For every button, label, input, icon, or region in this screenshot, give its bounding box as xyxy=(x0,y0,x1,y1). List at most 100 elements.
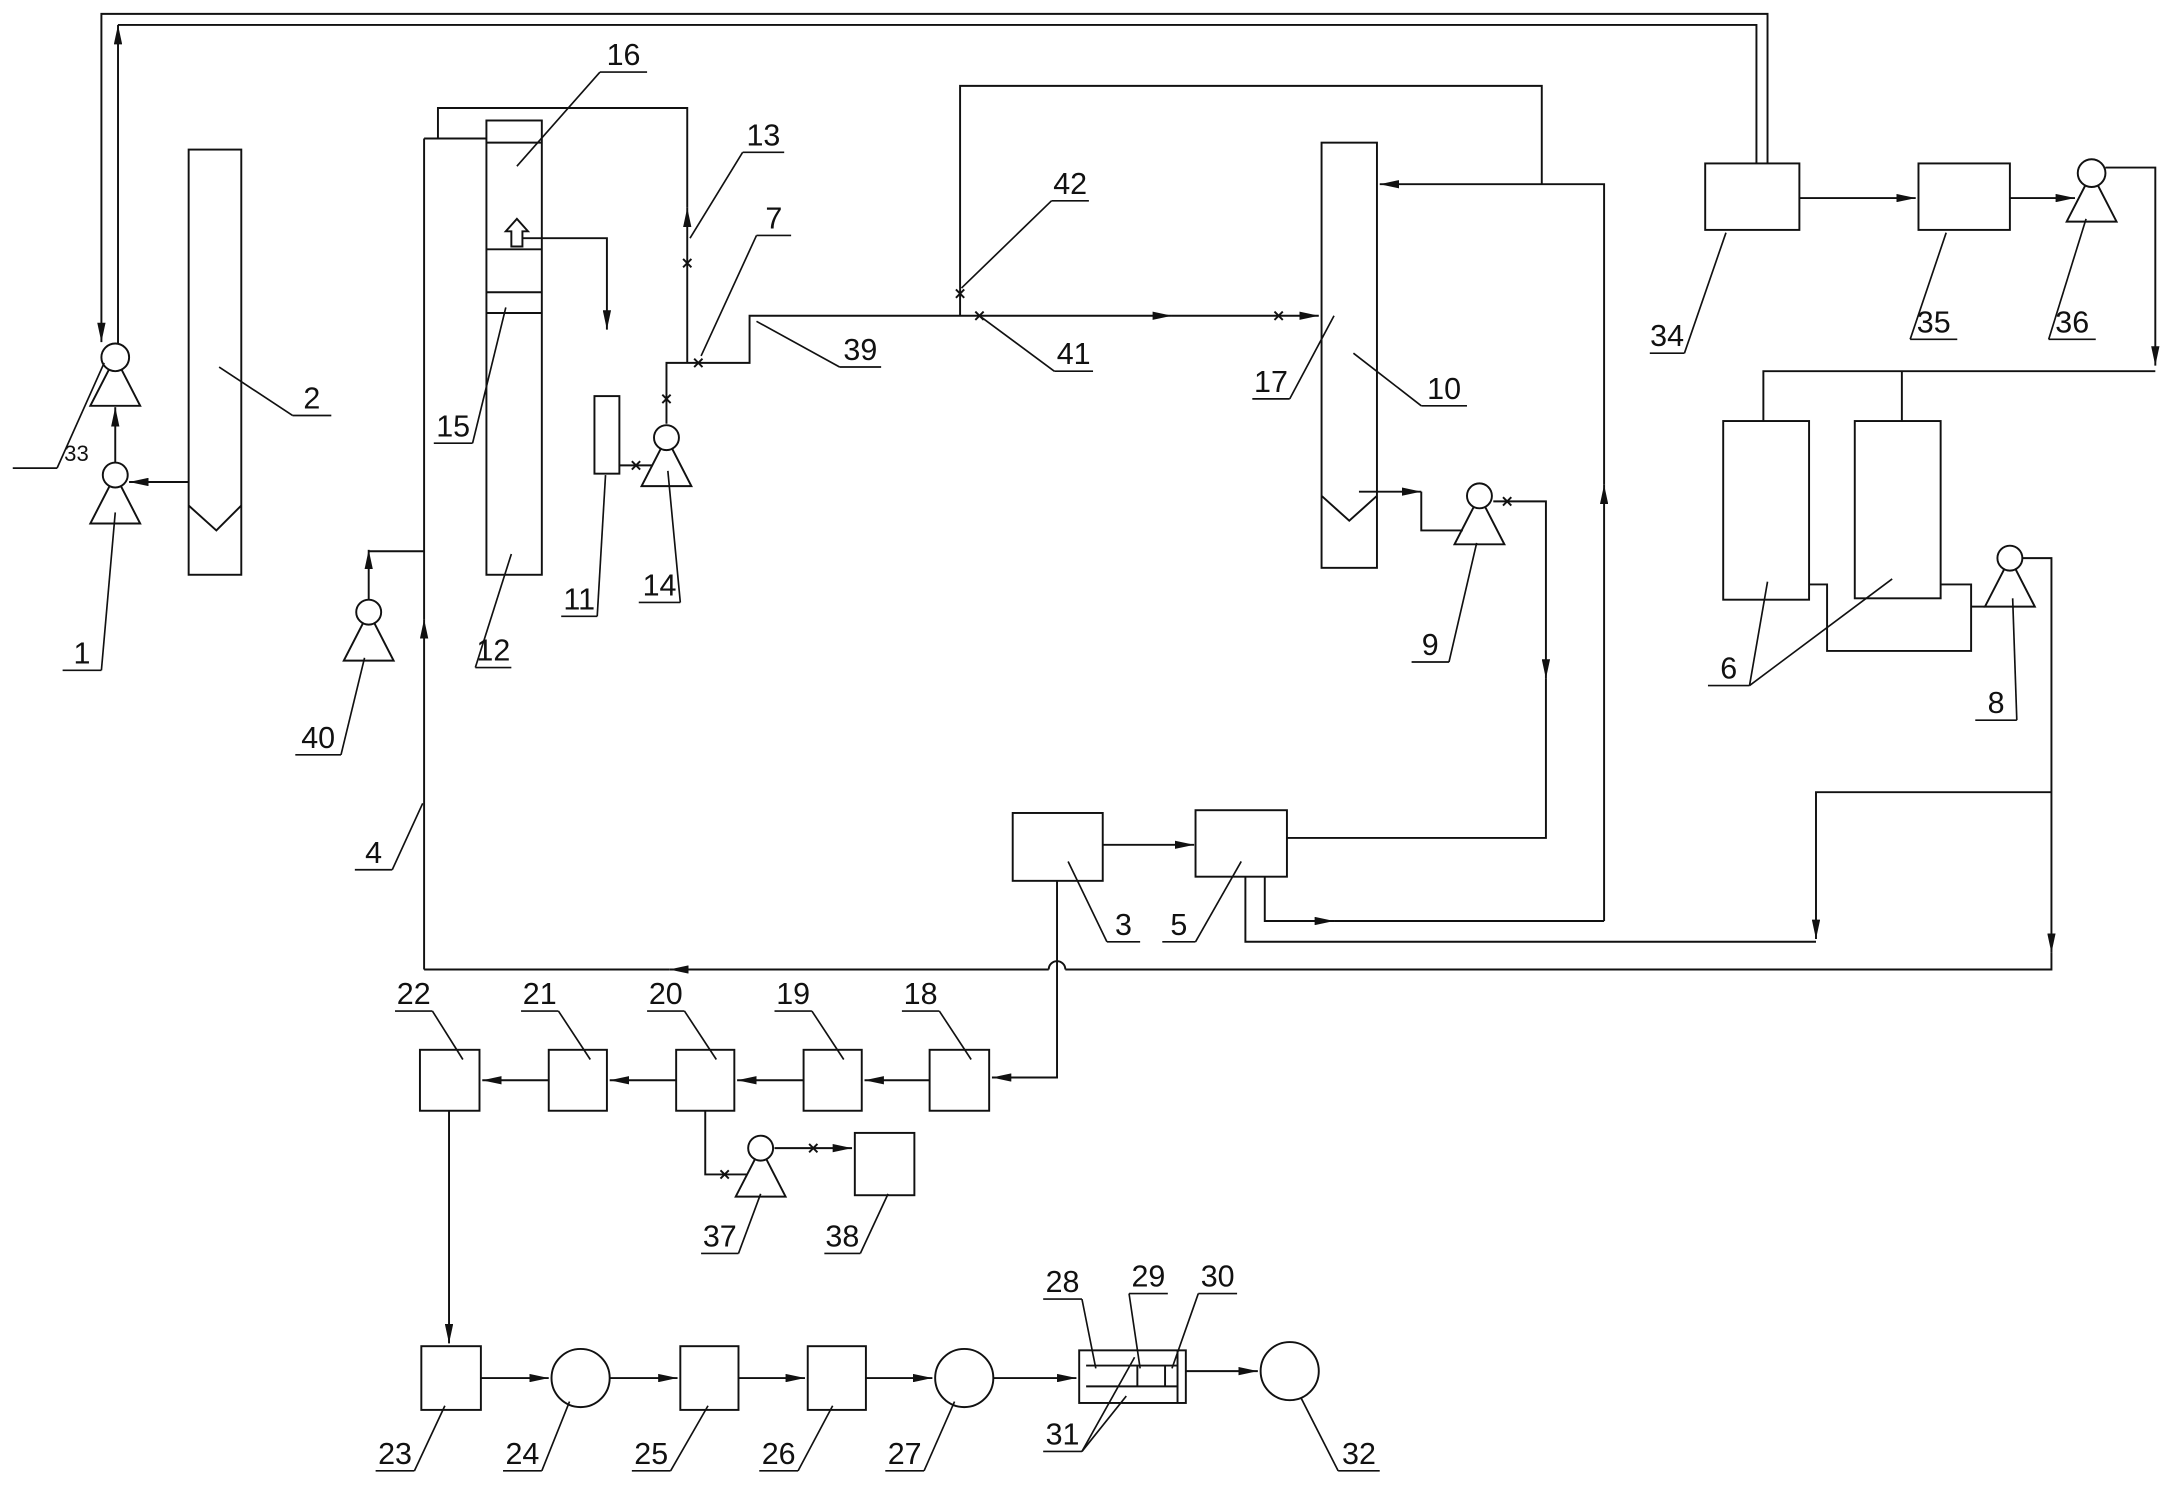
valve-pump-14-suction xyxy=(631,460,641,471)
callout-35: 35 xyxy=(1909,232,1958,341)
reference-label-39: 39 xyxy=(843,333,877,367)
pump-40 xyxy=(342,598,396,662)
callout-leader-line xyxy=(541,1401,571,1472)
tank-6-left xyxy=(1722,420,1811,601)
reference-label-33: 33 xyxy=(64,441,89,466)
valve-pump-37-discharge xyxy=(808,1143,819,1153)
unit-25 xyxy=(679,1345,740,1411)
reference-label-18: 18 xyxy=(904,977,938,1011)
pump-9 xyxy=(1452,482,1506,546)
pipe-pump-8-discharge xyxy=(2022,557,2056,953)
pipe-branch-to-unit-5 xyxy=(1811,791,2052,940)
column-2 xyxy=(187,148,243,576)
callout-leader-line xyxy=(1171,1293,1200,1369)
pipe-pump-36-discharge xyxy=(2105,166,2160,366)
callout-leader-line xyxy=(923,1401,956,1472)
valve-7 xyxy=(693,358,704,368)
callout-leader-line xyxy=(596,474,607,617)
callout-leader-line xyxy=(1909,232,1947,340)
reference-label-2: 2 xyxy=(303,382,320,416)
callout-27: 27 xyxy=(885,1401,956,1472)
callout-3: 3 xyxy=(1067,861,1141,943)
callout-36: 36 xyxy=(2047,218,2096,341)
callout-24: 24 xyxy=(503,1401,571,1472)
callout-1: 1 xyxy=(62,512,117,672)
reference-label-14: 14 xyxy=(643,569,677,603)
reference-label-9: 9 xyxy=(1422,628,1439,662)
callout-12: 12 xyxy=(474,553,513,669)
valve-pump-14-discharge xyxy=(661,394,672,404)
pipe-39 xyxy=(665,311,1172,424)
reference-label-8: 8 xyxy=(1988,686,2005,720)
callout-leader-line xyxy=(1194,861,1242,943)
unit-20 xyxy=(675,1048,736,1112)
unit-19 xyxy=(802,1048,863,1112)
callout-31: 31 xyxy=(1043,1356,1136,1453)
pump-9-base xyxy=(1452,493,1506,546)
pipe-column-12-to-11 xyxy=(522,237,612,330)
pump-8-base xyxy=(1983,556,2037,608)
callout-leader-line xyxy=(683,1010,718,1060)
unit-23 xyxy=(420,1345,482,1411)
reference-label-30: 30 xyxy=(1201,1260,1235,1294)
callout-leader-line xyxy=(218,366,293,417)
callout-leader-line xyxy=(1081,1298,1097,1369)
callout-28: 28 xyxy=(1043,1265,1097,1369)
callout-33: 33 xyxy=(12,362,105,469)
callout-leader-line xyxy=(669,1405,709,1472)
callout-leader-line xyxy=(859,1193,889,1254)
pump-9-impeller xyxy=(1466,482,1493,510)
unit-34 xyxy=(1704,162,1801,231)
valve-42 xyxy=(955,288,965,299)
callout-leader-line xyxy=(1288,315,1335,400)
pipe-unit-5-outlet-b xyxy=(1244,876,1816,943)
callout-4: 4 xyxy=(354,802,424,871)
unit-27 xyxy=(934,1347,995,1409)
pump-33-base xyxy=(88,355,142,407)
reference-label-27: 27 xyxy=(888,1437,922,1471)
reference-label-21: 21 xyxy=(523,977,557,1011)
valves xyxy=(631,258,1512,1180)
callout-17: 17 xyxy=(1252,315,1335,400)
pump-40-base xyxy=(342,610,396,662)
callout-2: 2 xyxy=(218,366,332,417)
column-12-body xyxy=(485,119,543,576)
reference-label-16: 16 xyxy=(607,38,641,72)
reference-label-32: 32 xyxy=(1342,1437,1376,1471)
callout-leader-line xyxy=(1081,1356,1136,1452)
pipework xyxy=(97,12,2160,1383)
reference-label-41: 41 xyxy=(1057,337,1091,371)
pipe-top-to-unit-34 xyxy=(118,23,1758,164)
pipe-unit-34-to-pump-33 xyxy=(97,12,1769,343)
callout-leader-line xyxy=(413,1405,446,1472)
unit-21 xyxy=(547,1048,608,1112)
component-11 xyxy=(593,395,621,475)
reference-label-23: 23 xyxy=(378,1437,412,1471)
reference-label-34: 34 xyxy=(1650,319,1684,353)
unit-35 xyxy=(1917,162,2011,231)
callout-leader-line xyxy=(1748,581,1769,686)
pipe-20-to-pump-37 xyxy=(704,1110,747,1176)
reference-label-3: 3 xyxy=(1115,908,1132,942)
pipe-tank-6-manifold xyxy=(1809,583,1973,652)
callout-37: 37 xyxy=(701,1193,762,1255)
assembly-housing xyxy=(1078,1349,1187,1404)
reference-label-36: 36 xyxy=(2055,305,2089,339)
callout-18: 18 xyxy=(901,977,972,1060)
reference-label-10: 10 xyxy=(1427,372,1461,406)
callout-32: 32 xyxy=(1300,1397,1380,1472)
reference-label-38: 38 xyxy=(825,1219,859,1253)
pump-36 xyxy=(2065,158,2119,223)
callout-6: 6 xyxy=(1707,578,1893,687)
callout-19: 19 xyxy=(774,977,845,1060)
callout-leader-line xyxy=(756,320,840,368)
pump-14-impeller xyxy=(653,424,680,452)
reference-label-19: 19 xyxy=(776,977,810,1011)
reference-label-5: 5 xyxy=(1170,908,1187,942)
callout-15: 15 xyxy=(433,307,507,445)
callout-leader-line xyxy=(960,200,1053,289)
reference-label-25: 25 xyxy=(634,1437,668,1471)
reference-label-31: 31 xyxy=(1046,1418,1080,1452)
